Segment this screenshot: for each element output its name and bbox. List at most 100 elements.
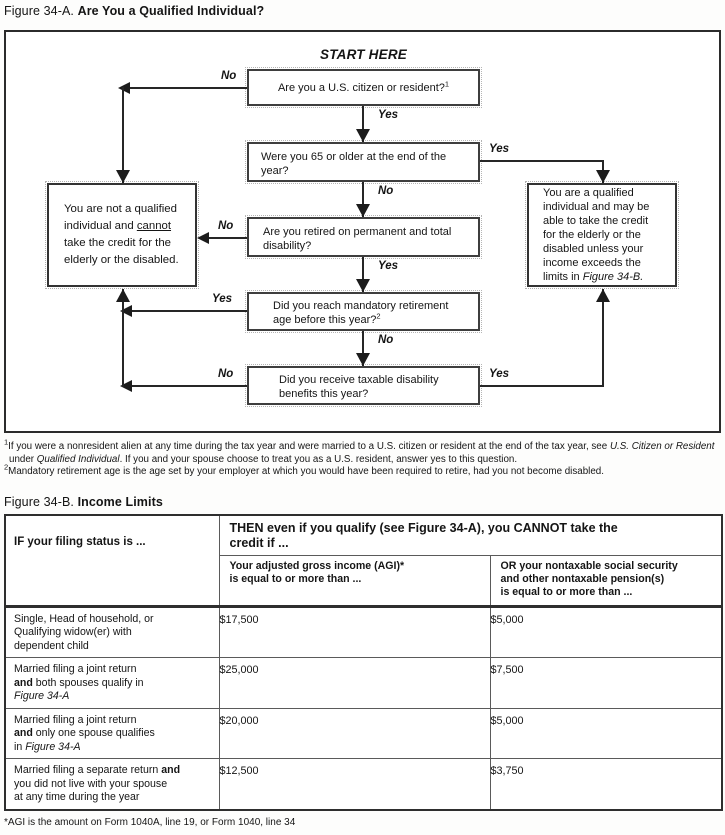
label-yes: Yes xyxy=(489,368,510,380)
qualified-line-5: disabled unless your xyxy=(543,243,644,255)
pension-limit-cell: $3,750 xyxy=(489,758,723,810)
start-here-label: START HERE xyxy=(319,47,407,62)
column-header-nontaxable-pension: OR your nontaxable social security and o… xyxy=(489,555,723,607)
pension-limit-cell: $7,500 xyxy=(489,657,723,709)
footnote-2-marker: 2 xyxy=(4,462,9,472)
status-line: Figure 34-A xyxy=(14,690,211,704)
status-bold-and: and xyxy=(14,676,33,689)
then-header-line-2: credit if ... xyxy=(229,535,289,550)
connector-line xyxy=(362,331,364,366)
table-row-married-separate: Married filing a separate return and you… xyxy=(4,758,723,810)
agi-footnote: *AGI is the amount on Form 1040A, line 1… xyxy=(4,817,722,828)
figure-34a-title-text: Are You a Qualified Individual? xyxy=(77,4,265,18)
footnote-1-text-a: If you were a nonresident alien at any t… xyxy=(8,441,610,452)
income-limits-table: IF your filing status is ... THEN even i… xyxy=(4,513,724,811)
figure-34b-title-prefix: Figure 34-B. xyxy=(4,494,74,509)
connector-line xyxy=(122,289,124,387)
qualified-line-4: for the elderly or the xyxy=(543,229,641,241)
question-benefits-line-2: benefits this year? xyxy=(279,388,369,400)
footnote-2-text: Mandatory retirement age is the age set … xyxy=(8,466,604,477)
arrowhead-down xyxy=(356,279,370,292)
arrowhead-down xyxy=(596,170,610,183)
question-box-mandatory-retirement: Did you reach mandatory retirement age b… xyxy=(245,290,482,333)
question-box-age-65: Were you 65 or older at the end of the y… xyxy=(245,140,482,184)
agi-limit-cell: $17,500 xyxy=(218,604,491,658)
footnote-1: 1If you were a nonresident alien at any … xyxy=(4,437,720,466)
column-header-agi: Your adjusted gross income (AGI)* is equ… xyxy=(218,555,491,607)
question-disability-line-1: Are you retired on permanent and total xyxy=(263,226,452,238)
status-line: you did not live with your spouse xyxy=(14,777,168,790)
footnote-1-italic-citizen: U.S. Citizen or Resident xyxy=(609,441,715,452)
not-qualified-line-1: You are not a qualified xyxy=(64,203,177,215)
qualified-line-2: individual and may be xyxy=(543,201,650,213)
question-age-line-1: Were you 65 or older at the end of the xyxy=(261,151,447,163)
connector-line xyxy=(362,106,364,142)
question-citizen-line: Are you a U.S. citizen or resident? xyxy=(277,81,445,94)
status-line: Single, Head of household, or xyxy=(14,612,154,625)
qualified-line-1: You are a qualified xyxy=(543,187,634,199)
status-line: Married filing a joint return xyxy=(14,713,137,726)
qualified-line-6: income exceeds the xyxy=(543,257,641,269)
result-box-not-qualified: You are not a qualified individual and c… xyxy=(45,181,199,289)
flowchart-footnotes: 1If you were a nonresident alien at any … xyxy=(4,437,720,479)
question-box-citizen: Are you a U.S. citizen or resident?1 xyxy=(245,67,482,108)
agi-footnote-marker: * xyxy=(4,816,8,828)
figure-34a-reference: Figure 34-A xyxy=(14,690,70,702)
arrowhead-up xyxy=(116,289,130,302)
connector-line xyxy=(122,385,247,387)
label-no: No xyxy=(218,220,234,232)
footnote-2: 2Mandatory retirement age is the age set… xyxy=(4,462,720,479)
not-qualified-line-3: take the credit for the xyxy=(64,237,172,249)
status-line: in Figure 34-A xyxy=(14,741,211,755)
agi-footnote-text: AGI is the amount on Form 1040A, line 19… xyxy=(7,816,296,828)
status-line: Qualifying widow(er) with xyxy=(14,626,132,638)
filing-status-cell: Married filing a separate return and you… xyxy=(4,758,220,810)
pension-header-line-2: and other nontaxable pension(s) xyxy=(500,572,665,585)
arrowhead-left xyxy=(118,82,130,94)
question-age-line-2: year? xyxy=(261,165,289,177)
qualified-line-7: limits in Figure 34-B. xyxy=(543,270,675,284)
arrowhead-left xyxy=(197,232,209,244)
label-no: No xyxy=(378,185,394,197)
not-qualified-line-2: individual and cannot xyxy=(64,218,195,235)
status-line: dependent child xyxy=(14,639,89,652)
status-line: Married filing a separate return and xyxy=(14,764,211,778)
question-disability-line-2: disability? xyxy=(263,240,312,252)
question-citizen-text: Are you a U.S. citizen or resident?1 xyxy=(277,78,450,95)
connector-line xyxy=(122,310,247,312)
label-yes: Yes xyxy=(378,260,399,272)
label-yes: Yes xyxy=(489,143,510,155)
figure-34a-title: Figure 34-A. Are You a Qualified Individ… xyxy=(4,4,722,18)
question-box-disability: Are you retired on permanent and total d… xyxy=(245,215,482,259)
qualified-line-3: able to take the credit xyxy=(543,215,649,227)
label-yes: Yes xyxy=(378,109,399,121)
label-no: No xyxy=(218,368,234,380)
status-line-rest: only one spouse qualifies xyxy=(32,727,155,739)
footnote-1-marker: 1 xyxy=(4,437,9,447)
question-box-taxable-benefits: Did you receive taxable disability benef… xyxy=(245,364,482,407)
connector-line xyxy=(480,160,604,162)
footnote-marker-1: 1 xyxy=(444,78,450,88)
label-yes: Yes xyxy=(212,293,233,305)
status-line: Married filing a joint return xyxy=(14,663,137,675)
pension-header-line-3: is equal to or more than ... xyxy=(500,585,633,598)
connector-line xyxy=(480,385,604,387)
then-header-line-1: THEN even if you qualify (see Figure 34-… xyxy=(229,520,618,535)
income-limits-table-header: IF your filing status is ... THEN even i… xyxy=(4,514,723,607)
table-row-married-joint-one: Married filing a joint return and only o… xyxy=(4,707,723,759)
arrowhead-up xyxy=(596,289,610,302)
status-line: at any time during the year xyxy=(14,791,140,803)
agi-limit-cell: $25,000 xyxy=(218,657,491,709)
table-row-single: Single, Head of household, or Qualifying… xyxy=(4,604,723,658)
figure-34b-title-text: Income Limits xyxy=(77,494,163,509)
agi-header-line-2: is equal to or more than ... xyxy=(229,572,362,585)
flowchart-figure-34a: START HERE Are you a U.S. citizen or res… xyxy=(4,30,721,433)
footnote-1-text-b: under xyxy=(9,453,37,465)
column-header-then-condition: THEN even if you qualify (see Figure 34-… xyxy=(218,514,723,556)
connector-line xyxy=(122,87,247,89)
question-mandatory-line-2-text: age before this year? xyxy=(273,314,377,326)
result-box-qualified: You are a qualified individual and may b… xyxy=(525,181,679,289)
figure-34b-title: Figure 34-B. Income Limits xyxy=(4,495,722,509)
label-no: No xyxy=(221,70,237,82)
